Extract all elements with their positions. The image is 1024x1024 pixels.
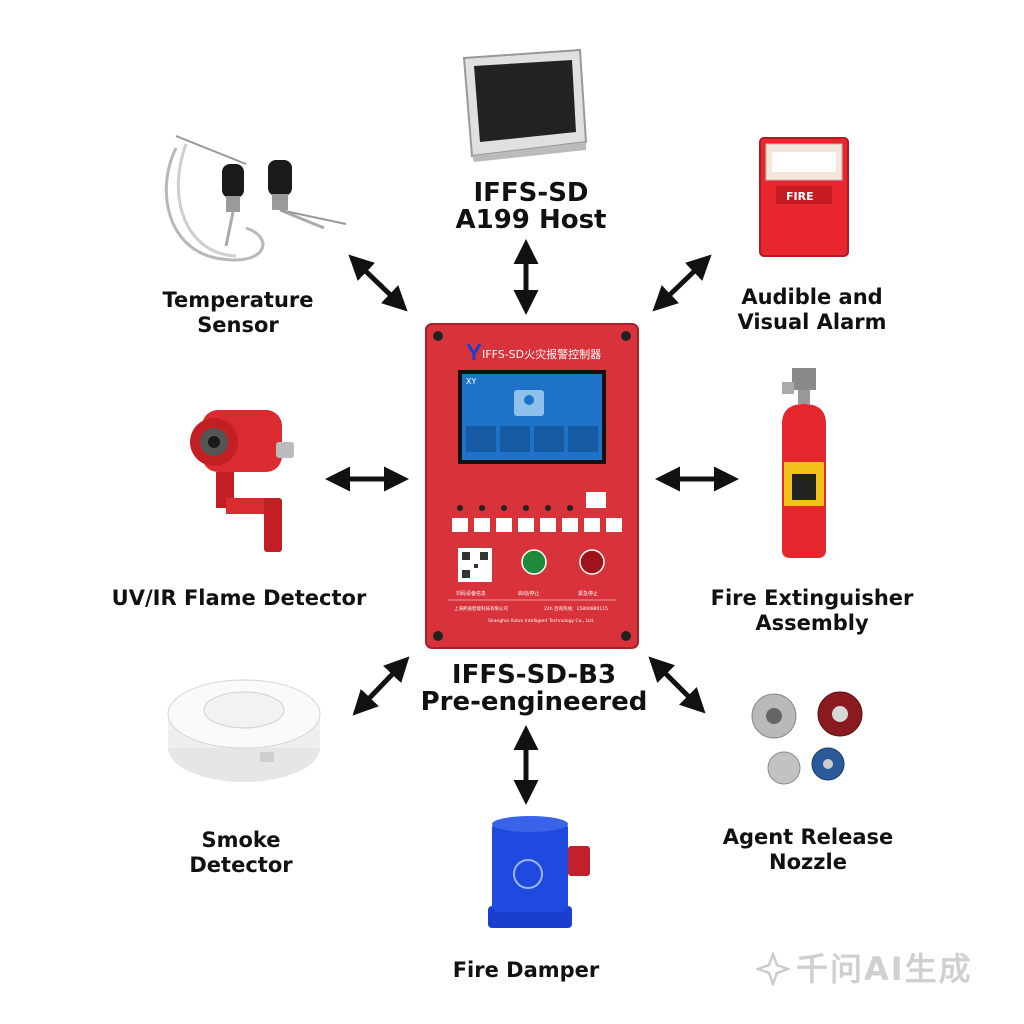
damper-label: Fire Damper — [436, 958, 616, 983]
nozzle-label-line1: Agent Release — [722, 825, 894, 849]
footer-en: Shanghai Xidun Intelligent Technology Co… — [488, 618, 594, 624]
alarm-label-line1: Audible and — [741, 285, 883, 309]
start-button — [521, 549, 547, 575]
alarm-device-text: FIRE — [786, 190, 814, 203]
host-label-line2: A199 Host — [455, 205, 607, 235]
nozzle-label-line2: Nozzle — [769, 850, 847, 874]
stop-label: 紧急停止 — [578, 590, 598, 597]
hub-label-line1: IFFS-SD-B3 — [451, 660, 617, 690]
temperature-sensor-image — [164, 135, 347, 262]
hub-label-line2: Pre-engineered — [420, 687, 648, 717]
fire-damper-image — [488, 816, 590, 928]
alarm-label-line2: Visual Alarm — [737, 310, 887, 334]
qr-label: 扫码设备信息 — [456, 590, 486, 597]
hub-label: IFFS-SD-B3 Pre-engineered — [416, 662, 652, 716]
nozzle-image — [751, 691, 863, 785]
smoke-label-line2: Detector — [189, 853, 293, 877]
temperature-label-line1: Temperature — [162, 288, 314, 312]
watermark-text: 千问AI生成 — [796, 950, 973, 988]
extinguisher-label: Fire Extinguisher Assembly — [702, 586, 922, 636]
host-label: IFFS-SD A199 Host — [446, 180, 616, 234]
flame-label: UV/IR Flame Detector — [104, 586, 374, 611]
damper-label-line1: Fire Damper — [452, 958, 600, 982]
extinguisher-image — [782, 368, 826, 558]
arrow-alarm — [652, 254, 712, 312]
smoke-label-line1: Smoke — [201, 828, 281, 852]
footer-cn: 上海熙盾智能科技有限公司 — [454, 605, 508, 612]
arrow-nozzle — [648, 656, 706, 714]
panel-brand-text: IFFS-SD火灾报警控制器 — [482, 347, 601, 361]
alarm-image: FIRE — [759, 137, 849, 257]
reset-button — [586, 492, 606, 508]
extinguisher-label-line1: Fire Extinguisher — [710, 586, 914, 610]
brand-logo-icon — [466, 343, 482, 360]
sparkle-icon — [756, 952, 790, 986]
watermark: 千问AI生成 — [756, 944, 973, 990]
host-monitor-image — [462, 48, 588, 162]
smoke-label: Smoke Detector — [176, 828, 306, 878]
stop-button — [579, 549, 605, 575]
flame-label-line1: UV/IR Flame Detector — [111, 586, 367, 610]
arrow-temperature — [348, 254, 408, 312]
flame-detector-image — [190, 410, 294, 552]
extinguisher-label-line2: Assembly — [755, 611, 869, 635]
start-label: 启动/停止 — [518, 590, 540, 597]
temperature-label-line2: Sensor — [197, 313, 279, 337]
controller-panel: IFFS-SD火灾报警控制器 XY 扫码设备信息 启动/停止 — [425, 323, 639, 649]
arrow-smoke — [352, 656, 410, 716]
host-label-line1: IFFS-SD — [473, 178, 589, 208]
alarm-label: Audible and Visual Alarm — [722, 285, 902, 335]
temperature-label: Temperature Sensor — [146, 288, 330, 338]
footer-hotline: 24h 咨询热线：15800880115 — [544, 605, 608, 612]
nozzle-label: Agent Release Nozzle — [716, 825, 900, 875]
smoke-detector-image — [167, 679, 321, 782]
screen-logo: XY — [466, 377, 476, 386]
